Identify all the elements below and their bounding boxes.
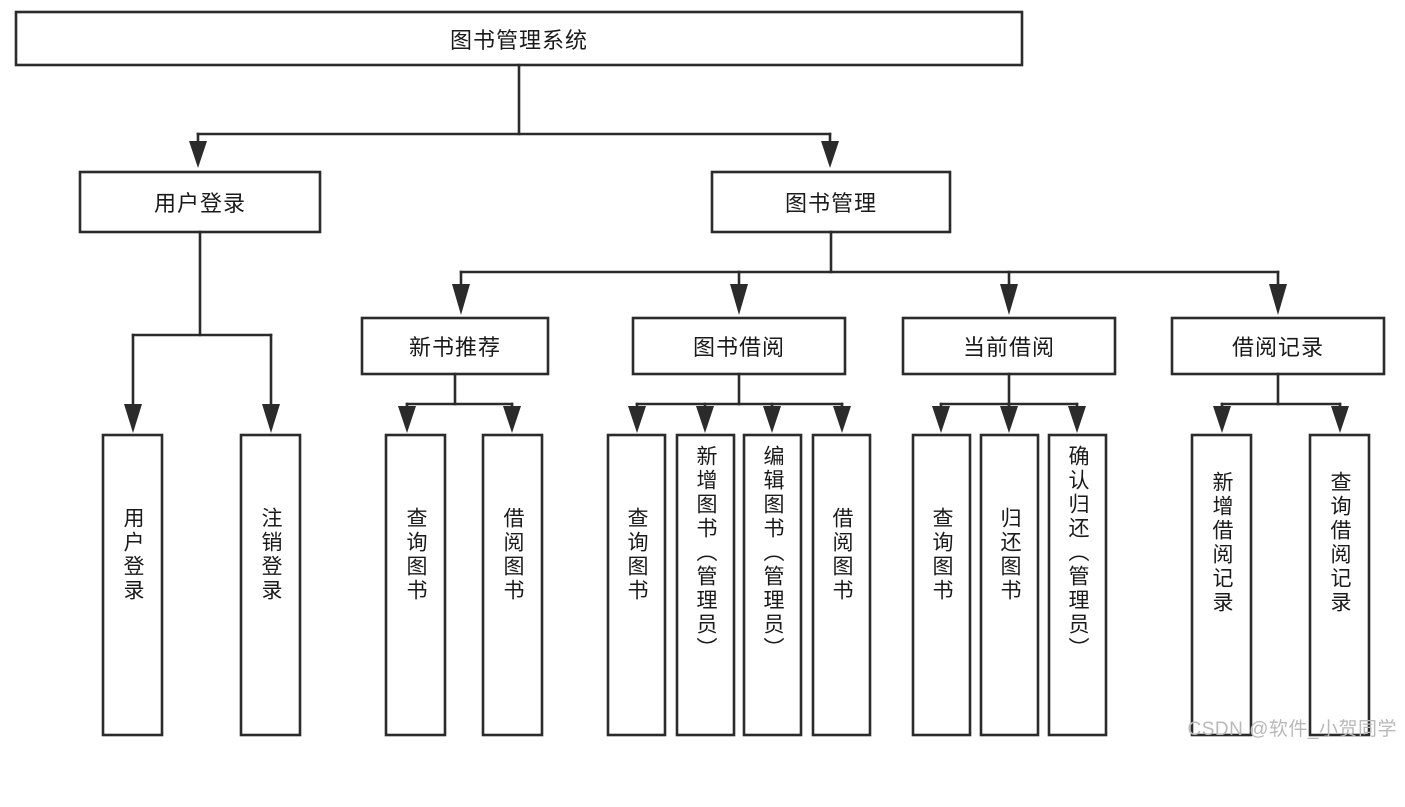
arrow-to-leaf-query-book-2 bbox=[628, 406, 646, 433]
node-box-leaf-borrow-book-1[interactable] bbox=[481, 433, 544, 737]
node-box-leaf-return-book[interactable] bbox=[979, 433, 1040, 737]
node-box-book-borrow[interactable] bbox=[631, 316, 847, 376]
arrow-to-leaf-user-login bbox=[124, 404, 142, 433]
node-box-leaf-borrow-book-2[interactable] bbox=[811, 433, 872, 737]
arrow-to-leaf-logout-login bbox=[262, 404, 280, 433]
arrow-to-leaf-confirm-return bbox=[1068, 406, 1086, 433]
node-box-borrow-record[interactable] bbox=[1170, 316, 1386, 376]
arrow-to-leaf-add-record bbox=[1213, 406, 1231, 433]
arrow-to-book-manage bbox=[821, 141, 839, 168]
node-box-leaf-add-record[interactable] bbox=[1190, 433, 1253, 737]
arrow-to-leaf-edit-book bbox=[763, 406, 781, 433]
arrow-to-leaf-add-book bbox=[696, 406, 714, 433]
node-box-leaf-logout-login[interactable] bbox=[239, 433, 302, 737]
arrow-to-borrow-record bbox=[1269, 284, 1287, 315]
arrow-to-book-borrow bbox=[730, 284, 748, 315]
diagram-canvas: 图书管理系统 用户登录 图书管理 新书推荐 图书借阅 当前借阅 借阅记录 用户登… bbox=[14, 10, 1397, 740]
node-box-book-manage[interactable] bbox=[710, 170, 952, 234]
arrow-to-leaf-query-record bbox=[1331, 406, 1349, 433]
arrow-to-leaf-borrow-book-1 bbox=[503, 406, 521, 433]
arrow-to-user-login bbox=[189, 141, 207, 168]
arrow-to-leaf-return-book bbox=[1000, 406, 1018, 433]
arrow-to-leaf-query-book-3 bbox=[932, 406, 950, 433]
node-box-leaf-user-login[interactable] bbox=[101, 433, 164, 737]
node-box-leaf-query-book-1[interactable] bbox=[384, 433, 447, 737]
arrow-to-new-book-recommend bbox=[452, 284, 470, 315]
org-chart-svg bbox=[14, 10, 1386, 737]
node-box-current-borrow[interactable] bbox=[901, 316, 1117, 376]
node-box-leaf-edit-book[interactable] bbox=[742, 433, 803, 737]
node-box-user-login[interactable] bbox=[78, 170, 322, 234]
arrow-to-current-borrow bbox=[1000, 284, 1018, 315]
node-box-leaf-confirm-return[interactable] bbox=[1047, 433, 1108, 737]
node-box-leaf-add-book[interactable] bbox=[675, 433, 736, 737]
node-box-leaf-query-record[interactable] bbox=[1308, 433, 1371, 737]
arrow-to-leaf-borrow-book-2 bbox=[833, 406, 851, 433]
node-box-root[interactable] bbox=[14, 10, 1024, 67]
arrow-to-leaf-query-book-1 bbox=[398, 406, 416, 433]
node-box-leaf-query-book-2[interactable] bbox=[606, 433, 667, 737]
node-box-leaf-query-book-3[interactable] bbox=[911, 433, 972, 737]
node-box-new-book-recommend[interactable] bbox=[360, 316, 550, 376]
